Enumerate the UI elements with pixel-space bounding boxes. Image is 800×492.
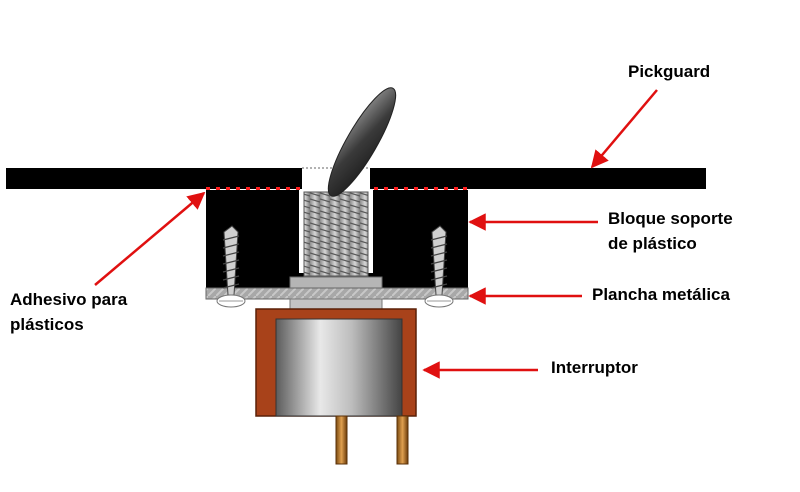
solder-pin-icon [335, 415, 348, 465]
label-bloque-line1: Bloque soporte [608, 209, 733, 228]
toggle-lever-icon [327, 87, 397, 197]
threaded-shaft [303, 191, 369, 277]
adhesive-dots [206, 187, 467, 190]
pickguard-left [6, 168, 302, 189]
arrow-adhesivo [94, 191, 206, 286]
label-interruptor: Interruptor [551, 358, 638, 377]
shaft-collar [289, 276, 383, 290]
label-pickguard: Pickguard [628, 62, 711, 81]
label-plancha: Plancha metálica [592, 285, 730, 304]
label-adhesivo-line2: plásticos [10, 315, 84, 334]
wood-screw-icon [216, 225, 246, 308]
solder-pin-icon [396, 415, 409, 465]
label-bloque-line2: de plástico [608, 234, 697, 253]
pickguard-right [370, 168, 706, 189]
label-adhesivo-line1: Adhesivo para [10, 290, 128, 309]
wood-screw-icon [424, 225, 454, 308]
arrow-pickguard [590, 89, 658, 169]
plastic-block [206, 190, 468, 288]
switch-cylinder [275, 318, 403, 417]
